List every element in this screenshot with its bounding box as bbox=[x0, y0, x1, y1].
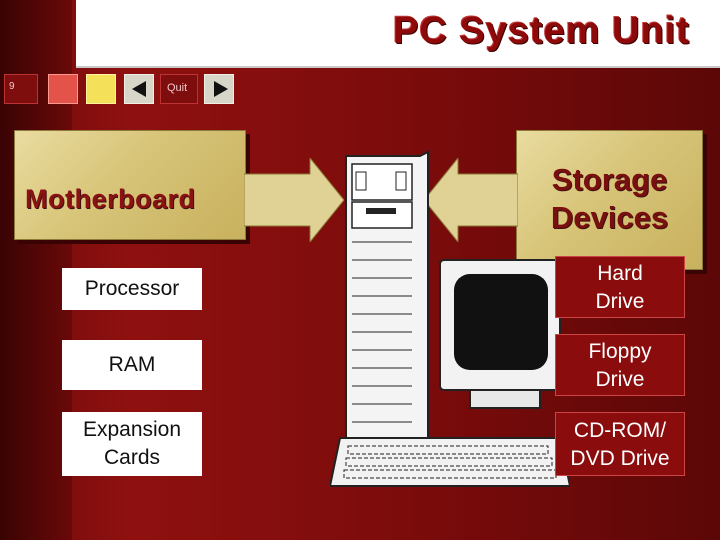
nav-red-button[interactable] bbox=[48, 74, 78, 104]
slide-title: PC System Unit bbox=[393, 10, 690, 52]
list-item-ram: RAM bbox=[62, 340, 202, 390]
previous-slide-button[interactable] bbox=[124, 74, 154, 104]
next-slide-button[interactable] bbox=[204, 74, 234, 104]
nav-yellow-button[interactable] bbox=[86, 74, 116, 104]
triangle-left-icon bbox=[132, 81, 146, 97]
title-bar: PC System Unit bbox=[76, 0, 720, 68]
slide-number: 9 bbox=[4, 74, 38, 104]
motherboard-label: Motherboard bbox=[25, 184, 196, 214]
triangle-right-icon bbox=[214, 81, 228, 97]
quit-button[interactable]: Quit bbox=[160, 74, 198, 104]
list-item-processor: Processor bbox=[62, 268, 202, 310]
motherboard-box: Motherboard bbox=[14, 130, 246, 240]
computer-tower-monitor-keyboard-icon bbox=[330, 150, 570, 487]
arrow-to-motherboard bbox=[244, 158, 344, 242]
list-item-cd-rom-dvd-drive: CD-ROM/DVD Drive bbox=[555, 412, 685, 476]
arrow-to-storage bbox=[424, 158, 518, 242]
